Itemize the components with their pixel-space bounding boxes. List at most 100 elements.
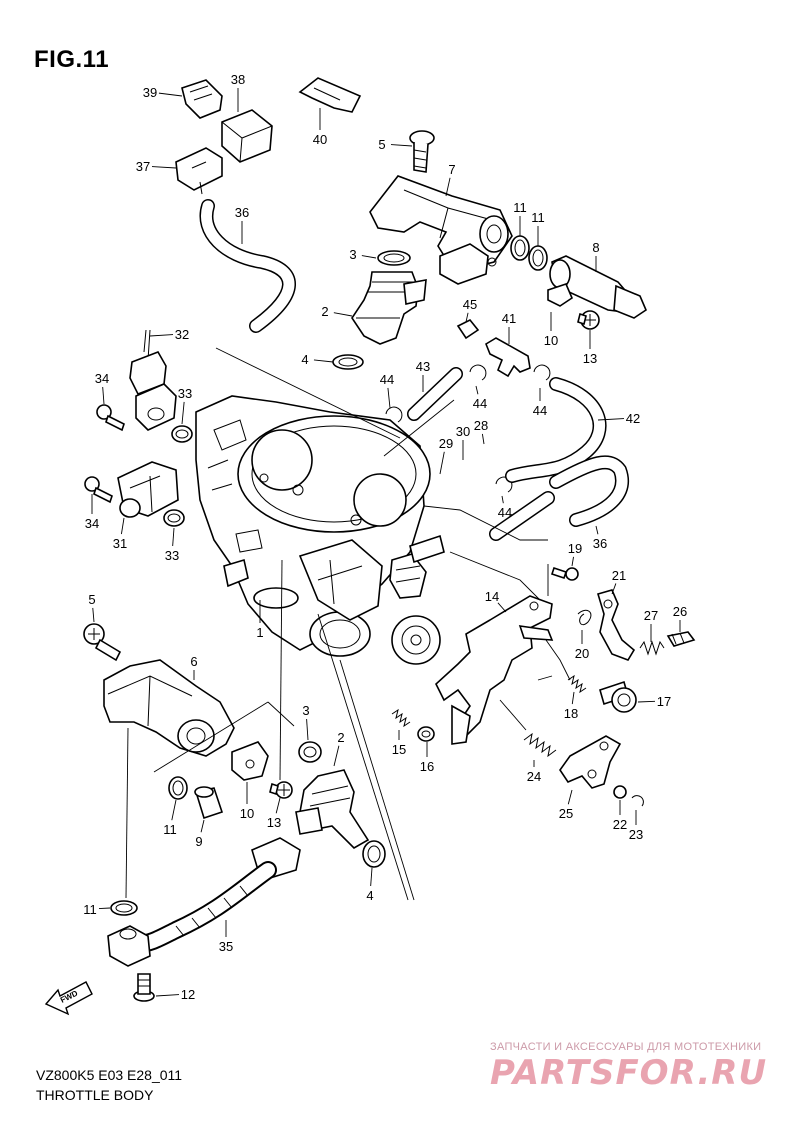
callout-number: 34 (85, 516, 99, 531)
callout-number: 36 (235, 205, 249, 220)
callout-leader (98, 907, 111, 909)
callout-14: 14 (485, 589, 507, 613)
callout-leader (370, 867, 373, 887)
callout-leader (637, 700, 656, 703)
callout-21: 21 (611, 568, 626, 595)
clip-40 (298, 77, 362, 113)
callout-3: 3 (302, 703, 310, 741)
assembly-lines (125, 347, 571, 901)
callout-number: 42 (626, 411, 640, 426)
callout-number: 15 (392, 742, 406, 757)
callout-number: 21 (612, 568, 626, 583)
callout-number: 7 (448, 162, 455, 177)
callout-number: 18 (564, 706, 578, 721)
callout-37: 37 (136, 159, 177, 174)
injector-2-lower (295, 769, 370, 849)
callout-leader (567, 789, 573, 805)
screw-13-upper (577, 310, 600, 330)
callout-19: 19 (568, 541, 582, 567)
callout-leader (333, 745, 340, 767)
callout-number: 13 (583, 351, 597, 366)
callout-number: 29 (439, 436, 453, 451)
callout-leader (387, 387, 391, 409)
callout-number: 5 (88, 592, 95, 607)
callout-1: 1 (256, 600, 264, 640)
callout-number: 37 (136, 159, 150, 174)
callout-4: 4 (366, 867, 374, 903)
bolt-12 (133, 973, 155, 1002)
callout-number: 2 (321, 304, 328, 319)
callout-leader (465, 312, 469, 323)
callout-35: 35 (219, 920, 233, 954)
clamp-44-a (385, 406, 403, 423)
watermark-logo: PARTSFOR.RU (490, 1053, 768, 1093)
o-ring-3-upper (377, 250, 411, 266)
callout-leader (390, 144, 413, 147)
callout-number: 2 (337, 730, 344, 745)
callout-2: 2 (333, 730, 345, 767)
callout-number: 17 (657, 694, 671, 709)
callout-leader (200, 819, 205, 833)
callout-20: 20 (575, 630, 589, 661)
plug-9 (194, 786, 224, 820)
callout-27: 27 (644, 608, 658, 642)
callout-leader (597, 418, 625, 421)
callout-number: 4 (366, 888, 373, 903)
callout-number: 3 (349, 247, 356, 262)
callout-13: 13 (583, 330, 597, 366)
callout-25: 25 (559, 789, 573, 821)
fuel-joint-8 (547, 255, 647, 319)
callout-43: 43 (416, 359, 430, 392)
bracket-14 (435, 595, 554, 745)
callout-number: 44 (498, 505, 512, 520)
callout-leader (439, 451, 445, 475)
throttle-body-1 (195, 395, 445, 665)
callout-number: 12 (181, 987, 195, 1002)
callout-number: 20 (575, 646, 589, 661)
callout-23: 23 (629, 810, 643, 842)
callout-12: 12 (155, 987, 195, 1002)
screw-34-upper (96, 404, 125, 432)
callout-6: 6 (190, 654, 198, 680)
callout-leader (120, 517, 125, 535)
callout-15: 15 (392, 730, 406, 757)
callout-leader (475, 385, 479, 395)
callout-number: 13 (267, 815, 281, 830)
callout-16: 16 (420, 742, 434, 774)
lever-25 (559, 735, 622, 789)
callout-30: 30 (456, 424, 470, 460)
callout-number: 40 (313, 132, 327, 147)
callout-number: 31 (113, 536, 127, 551)
bolt-5-lower (83, 623, 122, 662)
hose-42 (505, 377, 607, 483)
callout-5: 5 (88, 592, 96, 623)
callout-number: 10 (544, 333, 558, 348)
callout-5: 5 (378, 137, 413, 152)
callout-leader (445, 177, 451, 197)
spring-15 (391, 708, 411, 728)
callout-number: 30 (456, 424, 470, 439)
callout-leader (158, 92, 183, 97)
callout-number: 44 (533, 403, 547, 418)
callout-number: 26 (673, 604, 687, 619)
callout-leader (306, 718, 309, 741)
callout-leader (481, 433, 485, 445)
sensor-31 (117, 461, 179, 518)
callout-28: 28 (474, 418, 488, 445)
callout-44: 44 (498, 495, 512, 520)
cap-45 (456, 318, 480, 340)
hose-36-upper (199, 199, 296, 333)
screw-34-lower (84, 476, 113, 504)
callout-number: 4 (301, 352, 308, 367)
callout-number: 36 (593, 536, 607, 551)
callout-34: 34 (95, 371, 109, 405)
callout-number: 6 (190, 654, 197, 669)
callout-number: 16 (420, 759, 434, 774)
callout-40: 40 (313, 108, 327, 147)
callout-number: 1 (256, 625, 263, 640)
callout-22: 22 (613, 800, 627, 832)
sensor-32 (129, 329, 177, 431)
callout-leader (171, 799, 177, 821)
callout-34: 34 (85, 494, 99, 531)
